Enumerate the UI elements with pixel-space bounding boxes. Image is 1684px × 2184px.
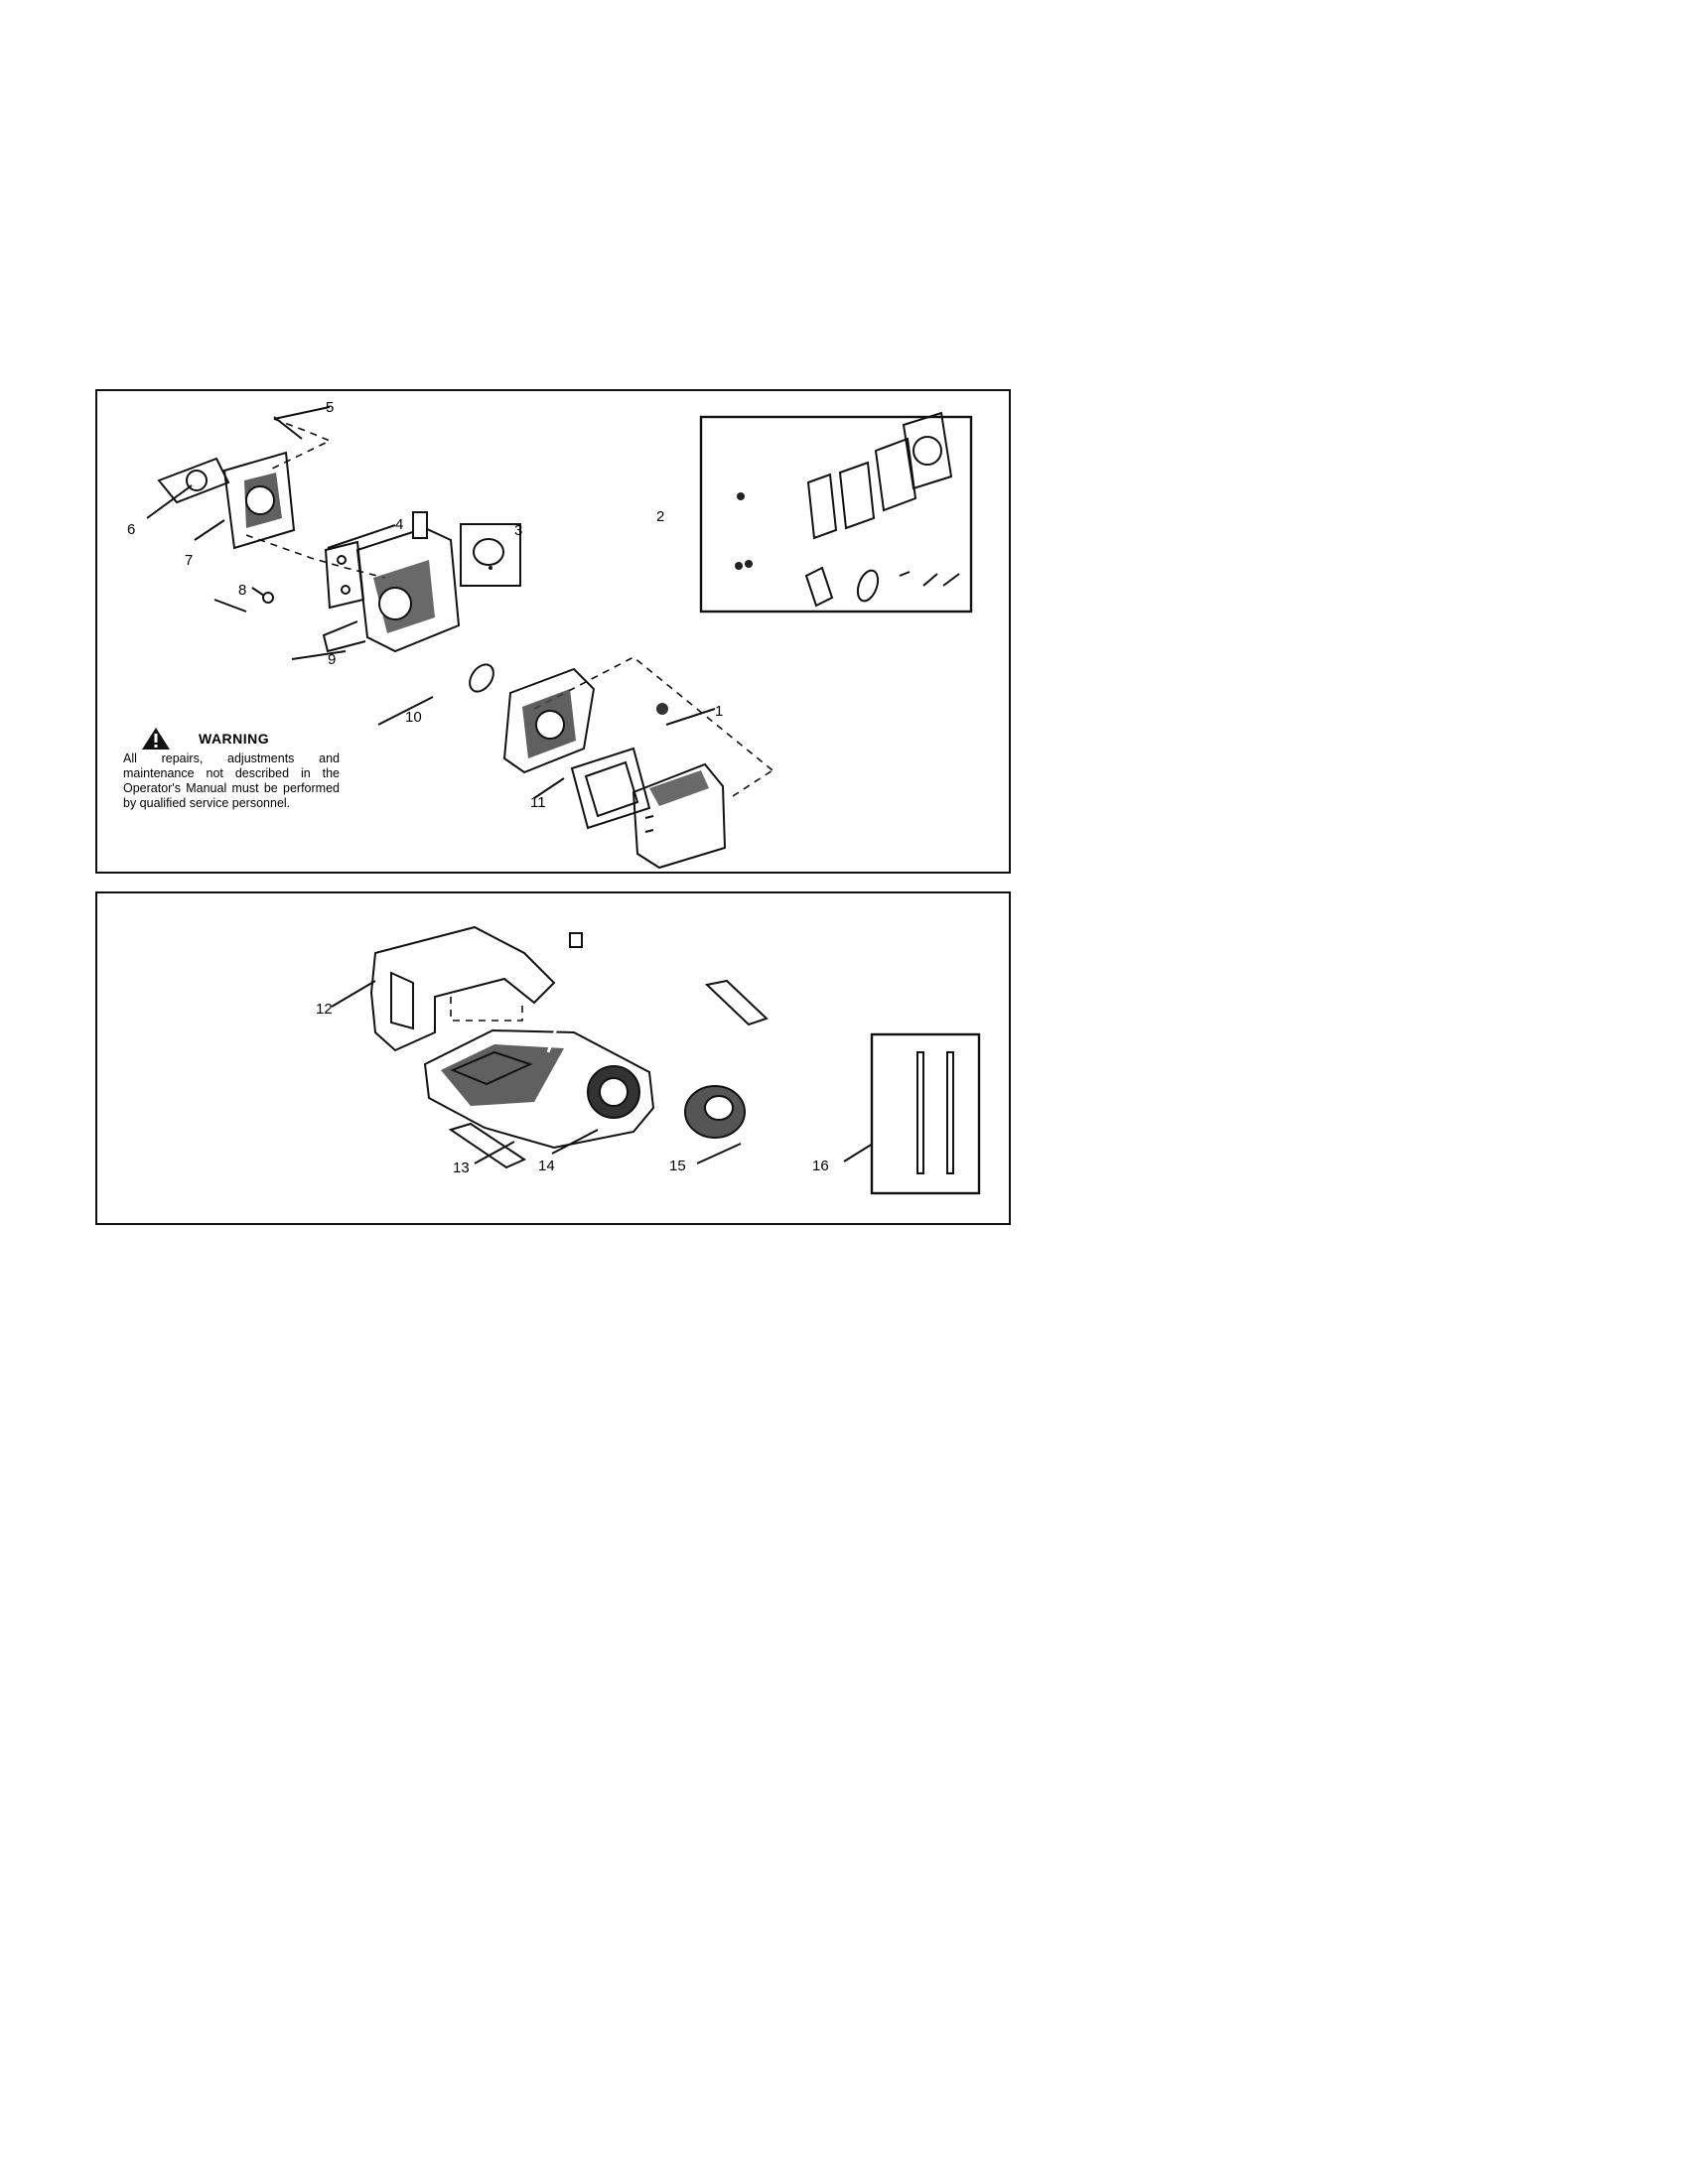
callout-13: 13 xyxy=(453,1160,470,1176)
callout-11: 11 xyxy=(530,794,546,811)
callout-7: 7 xyxy=(185,552,194,569)
callout-1: 1 xyxy=(715,703,724,720)
warning-triangle-icon xyxy=(142,728,170,750)
carburetor-exploded-view xyxy=(146,406,973,870)
carburetor-air-filter-panel: 6 7 8 5 4 3 9 10 1 11 2 WARNING All repa… xyxy=(95,389,1011,874)
callout-8: 8 xyxy=(238,582,247,599)
callout-5: 5 xyxy=(326,399,335,416)
callout-10: 10 xyxy=(405,709,422,726)
callout-15: 15 xyxy=(669,1158,686,1174)
callout-14: 14 xyxy=(538,1158,555,1174)
callout-4: 4 xyxy=(395,516,404,533)
warning-title: WARNING xyxy=(199,730,270,747)
warning-notice: WARNING All repairs, adjustments and mai… xyxy=(123,727,340,811)
fuel-tank-panel: 12 13 14 15 16 xyxy=(95,891,1011,1225)
callout-2: 2 xyxy=(656,508,665,525)
warning-text: All repairs, adjustments and maintenance… xyxy=(123,751,340,810)
callout-3: 3 xyxy=(514,522,523,539)
fuel-tank-exploded-view xyxy=(331,925,981,1195)
callout-12: 12 xyxy=(316,1001,333,1018)
callout-9: 9 xyxy=(328,651,337,668)
callout-16: 16 xyxy=(812,1158,829,1174)
callout-6: 6 xyxy=(127,521,136,538)
